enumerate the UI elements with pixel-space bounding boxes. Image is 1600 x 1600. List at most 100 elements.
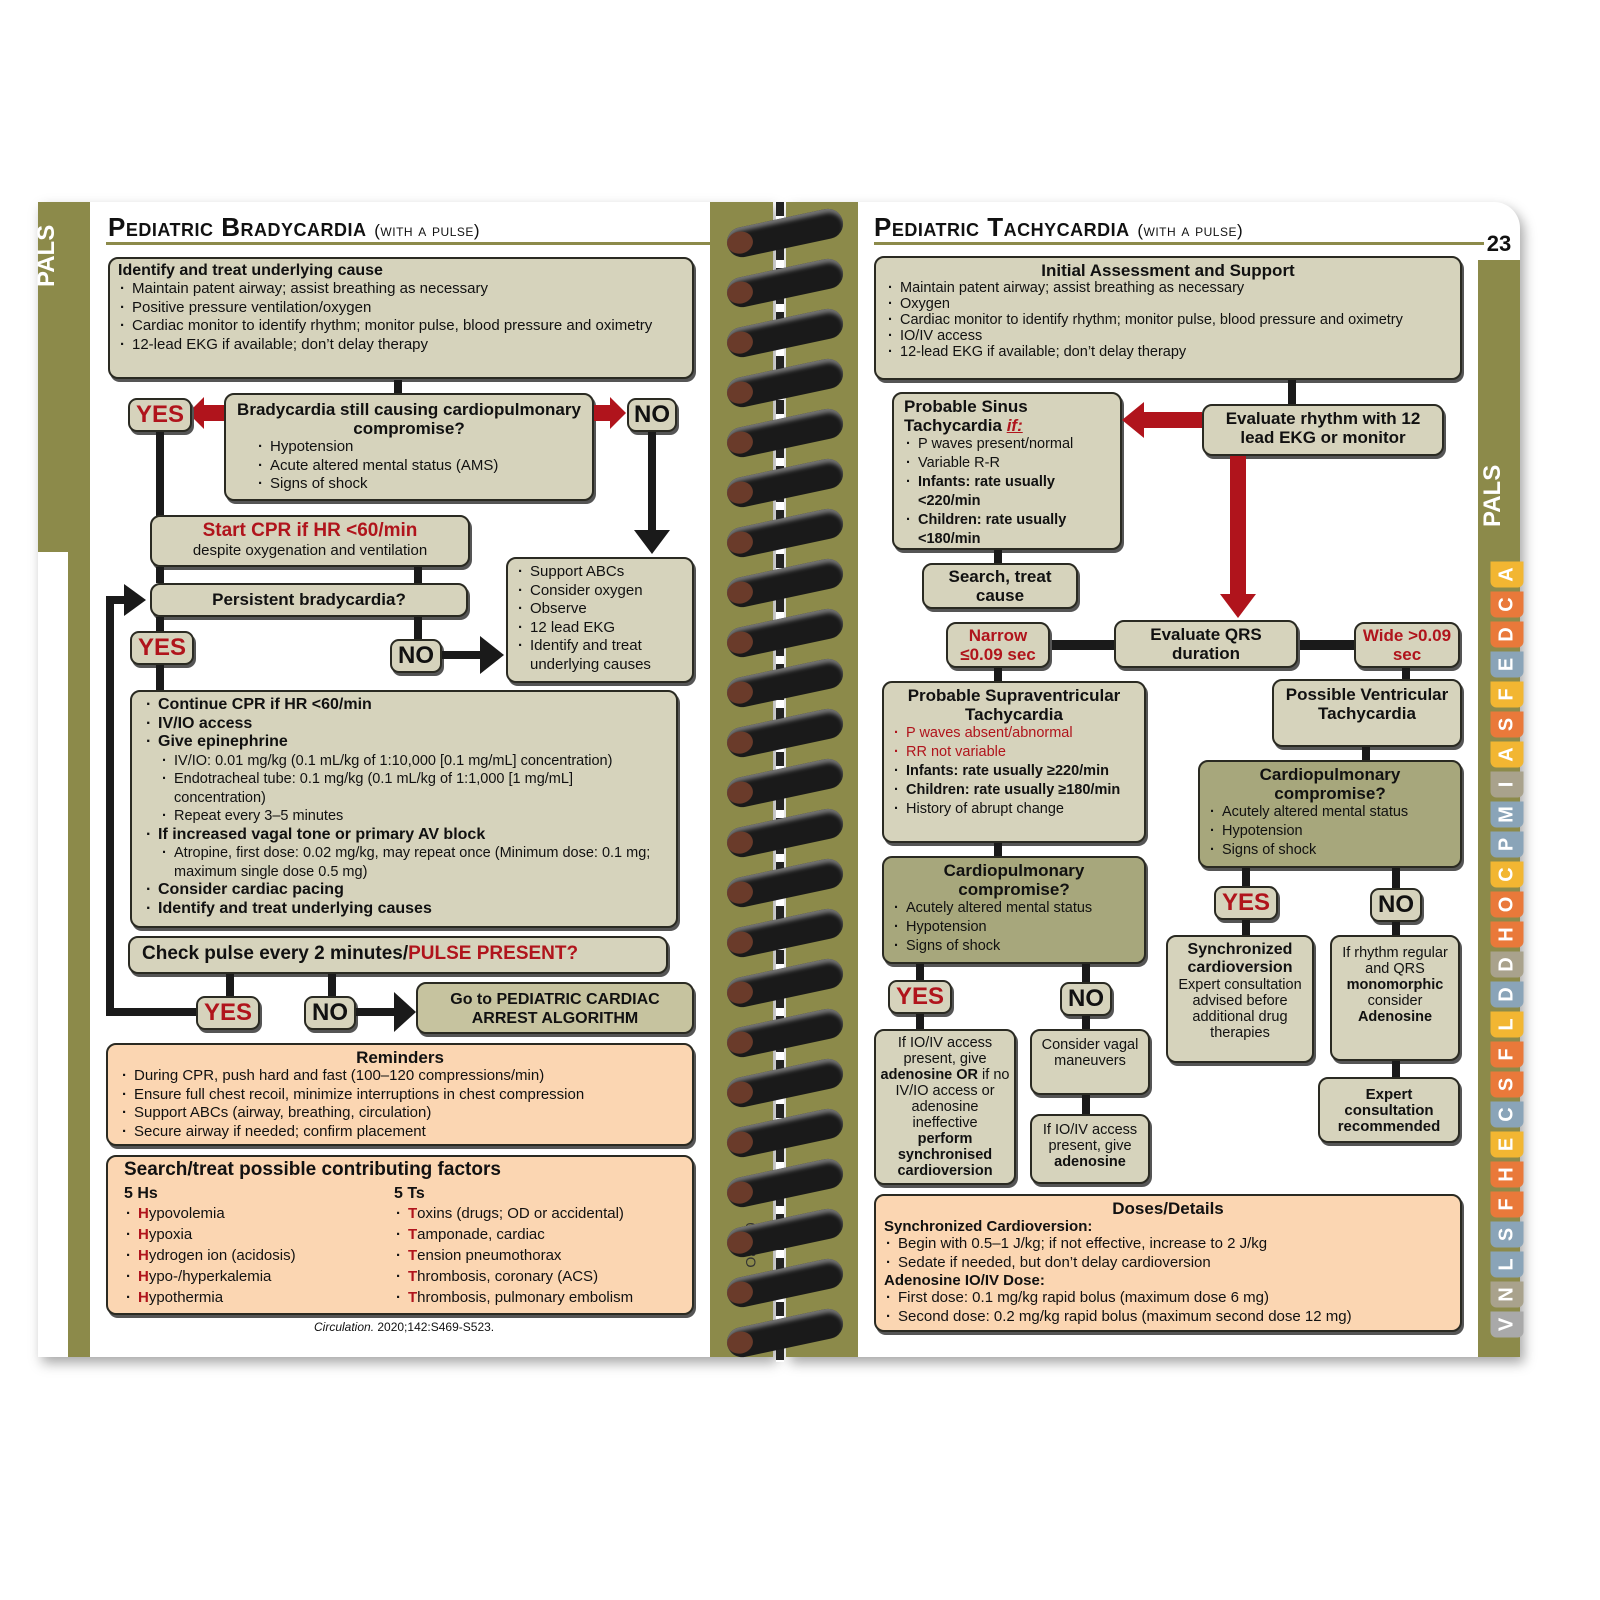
factor-text: oxins (drugs; OD or accidental)	[417, 1205, 624, 1222]
ifregular-box: If rhythm regular and QRS monomorphic co…	[1330, 935, 1460, 1061]
narrow-heading: Narrow ≤0.09 sec	[960, 626, 1036, 664]
index-tab[interactable]: N	[1490, 1281, 1524, 1308]
search-heading: Search, treat cause	[948, 567, 1052, 605]
index-tab[interactable]: H	[1490, 1161, 1524, 1188]
list-item: Consider cardiac pacing	[144, 881, 664, 900]
red-arrow	[202, 405, 224, 421]
identify-box: Identify and treat underlying cause Main…	[108, 257, 694, 379]
index-tab[interactable]: H	[1490, 921, 1524, 948]
index-tab[interactable]: E	[1490, 651, 1524, 678]
red-arrow	[594, 405, 612, 421]
list-item: Cardiac monitor to identify rhythm; moni…	[886, 312, 1450, 328]
index-tab[interactable]: L	[1490, 1251, 1524, 1278]
spiral-coil-end	[725, 879, 756, 907]
connector	[356, 1008, 396, 1016]
first-letter: H	[138, 1247, 149, 1264]
index-tab[interactable]: S	[1490, 711, 1524, 738]
list-item: Toxins (drugs; OD or accidental)	[394, 1203, 684, 1224]
index-tab[interactable]: O	[1490, 891, 1524, 918]
index-tab[interactable]: P	[1490, 831, 1524, 858]
list-item: Atropine, first dose: 0.02 mg/kg, may re…	[144, 844, 664, 881]
spiral-coil-end	[725, 1329, 756, 1357]
index-tab[interactable]: C	[1490, 861, 1524, 888]
index-tab[interactable]: A	[1490, 561, 1524, 588]
ifregular-bold: monomorphic	[1346, 977, 1444, 993]
connector	[414, 567, 422, 583]
spiral-coil-end	[725, 629, 756, 657]
initial-heading: Initial Assessment and Support	[1041, 261, 1295, 280]
list-item: IV/IO: 0.01 mg/kg (0.1 mL/kg of 1:10,000…	[144, 752, 664, 771]
list-item: Tension pneumothorax	[394, 1245, 684, 1266]
list-item: Cardiac monitor to identify rhythm; moni…	[118, 317, 684, 336]
list-item: Acute altered mental status (AMS)	[256, 457, 582, 476]
ifio-text: if no IV/IO access or adenosine ineffect…	[895, 1067, 1010, 1131]
index-tab[interactable]: C	[1490, 1101, 1524, 1128]
hs-column: 5 Hs HypovolemiaHypoxiaHydrogen ion (aci…	[124, 1185, 384, 1308]
connector	[916, 1014, 924, 1030]
continue-box: Continue CPR if HR <60/minIV/IO accessGi…	[130, 690, 678, 928]
compromise-heading: Bradycardia still causing cardiopulmonar…	[237, 400, 581, 438]
factor-text: hrombosis, pulmonary embolism	[417, 1289, 634, 1306]
connector	[1050, 640, 1114, 650]
arrow-head	[480, 636, 504, 674]
right-section-tab[interactable]: PALS	[1479, 465, 1507, 527]
factor-text: ypoxia	[148, 1226, 193, 1243]
spiral-coil-end	[725, 1229, 756, 1257]
list-item: Hypotension	[256, 438, 582, 457]
index-tab[interactable]: D	[1490, 981, 1524, 1008]
index-tab[interactable]: E	[1490, 1131, 1524, 1158]
list-item: Thrombosis, coronary (ACS)	[394, 1266, 684, 1287]
list-item: Hypotension	[892, 918, 1136, 937]
citation-rest: 2020;142:S469-S523.	[374, 1320, 495, 1334]
index-tab[interactable]: D	[1490, 951, 1524, 978]
ts-list: Toxins (drugs; OD or accidental) Tamponad…	[394, 1203, 684, 1308]
vagal-box: Consider vagal maneuvers	[1030, 1029, 1150, 1095]
first-letter: T	[408, 1226, 418, 1243]
title-rule	[106, 242, 710, 245]
index-tab[interactable]: L	[1490, 1011, 1524, 1038]
left-page-margin-strip	[68, 552, 90, 1357]
index-tab[interactable]: M	[1490, 801, 1524, 828]
list-item: Positive pressure ventilation/oxygen	[118, 299, 684, 318]
index-tab[interactable]: F	[1490, 681, 1524, 708]
index-tab[interactable]: D	[1490, 621, 1524, 648]
connector	[394, 380, 402, 394]
list-item: Children: rate usually ≥180/min	[892, 781, 1136, 800]
index-tab[interactable]: F	[1490, 1041, 1524, 1068]
spiral-coil-end	[725, 979, 756, 1007]
cpr-subtext: despite oxygenation and ventilation	[192, 542, 428, 559]
index-tab[interactable]: I	[1490, 771, 1524, 798]
no-badge: NO	[627, 398, 677, 432]
list-item: IV/IO access	[144, 715, 664, 734]
factor-text: amponade, cardiac	[417, 1226, 545, 1243]
citation-journal: Circulation.	[314, 1320, 375, 1334]
hs-title: 5 Hs	[124, 1185, 158, 1202]
no-badge: NO	[304, 996, 356, 1030]
index-tab[interactable]: V	[1490, 1311, 1524, 1338]
index-tab[interactable]: S	[1490, 1221, 1524, 1248]
list-item: Hypovolemia	[124, 1203, 384, 1224]
spiral-coil-end	[725, 1029, 756, 1057]
index-tab[interactable]: S	[1490, 1071, 1524, 1098]
persistent-box: Persistent bradycardia?	[150, 583, 468, 617]
spiral-coil-end	[725, 1179, 756, 1207]
index-tab[interactable]: F	[1490, 1191, 1524, 1218]
list-item: First dose: 0.1 mg/kg rapid bolus (maxim…	[884, 1289, 1452, 1308]
index-tab[interactable]: A	[1490, 741, 1524, 768]
ifio2-box: If IO/IV access present, give adenosine	[1030, 1114, 1150, 1184]
connector	[1362, 747, 1370, 761]
left-section-tab[interactable]: PALS	[33, 225, 61, 287]
list-item: Children: rate usually <180/min	[904, 511, 1110, 549]
red-arrow-head	[1220, 594, 1256, 618]
spiral-coil-end	[725, 829, 756, 857]
svt-box: Probable Supraventricular Tachycardia P …	[882, 681, 1146, 843]
factor-text: ydrogen ion (acidosis)	[148, 1247, 296, 1264]
svt-heading: Probable Supraventricular Tachycardia	[907, 686, 1121, 724]
list-item: Acutely altered mental status	[1208, 803, 1452, 822]
connector	[1392, 922, 1400, 936]
list-item: Observe	[516, 600, 684, 619]
connector	[1082, 1095, 1090, 1115]
page-number: 23	[1478, 228, 1520, 260]
first-letter: H	[138, 1205, 149, 1222]
index-tab[interactable]: C	[1490, 591, 1524, 618]
